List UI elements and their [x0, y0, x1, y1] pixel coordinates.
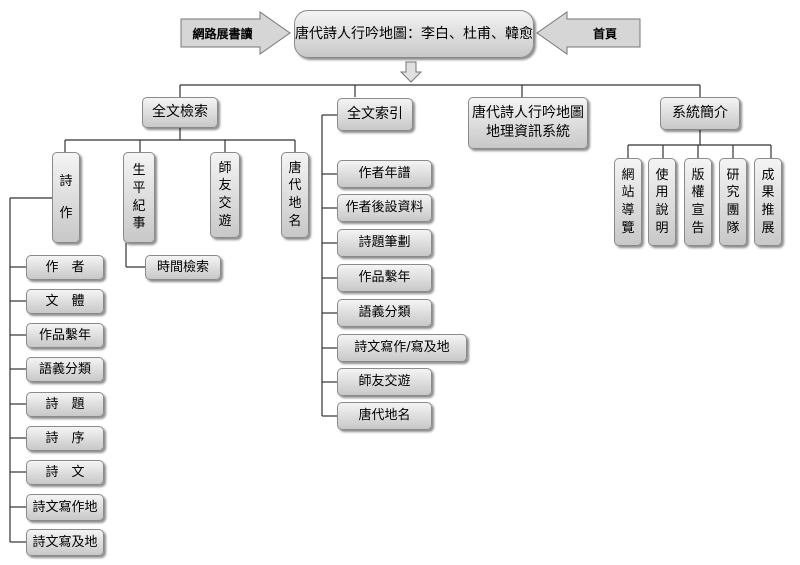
- index-author-chronicle-button[interactable]: 作者年譜: [337, 160, 432, 188]
- poetry-written-place-button[interactable]: 詩文寫作地: [26, 494, 104, 521]
- index-title-strokes-button[interactable]: 詩題筆劃: [337, 229, 432, 257]
- results-promotion-button[interactable]: 成果推展: [754, 158, 782, 246]
- index-place-names-button[interactable]: 唐代地名: [337, 402, 432, 430]
- poetry-chronology-button[interactable]: 作品繫年: [26, 323, 104, 348]
- usage-guide-button[interactable]: 使用說明: [648, 158, 676, 246]
- poetry-preface-button[interactable]: 詩 序: [26, 426, 104, 451]
- place-names-button[interactable]: 唐代地名: [281, 152, 309, 238]
- life-events-button[interactable]: 生平紀事: [123, 152, 155, 243]
- poetry-text-button[interactable]: 詩 文: [26, 460, 104, 485]
- index-friends-button[interactable]: 師友交遊: [337, 368, 432, 396]
- index-semantic-button[interactable]: 語義分類: [337, 299, 432, 327]
- time-search-button[interactable]: 時間檢索: [145, 255, 221, 280]
- digital-library-label: 網路展書讀: [192, 26, 253, 41]
- friends-button[interactable]: 師友交遊: [210, 152, 240, 238]
- index-chronology-button[interactable]: 作品繫年: [337, 264, 432, 292]
- poetry-semantic-button[interactable]: 語義分類: [26, 357, 104, 382]
- index-author-metadata-button[interactable]: 作者後設資料: [337, 194, 432, 222]
- index-places-button[interactable]: 詩文寫作/寫及地: [337, 334, 467, 362]
- digital-library-link[interactable]: 網路展書讀: [185, 20, 260, 46]
- site-title[interactable]: 唐代詩人行吟地圖：李白、杜甫、韓愈: [294, 10, 534, 58]
- fulltext-index-button[interactable]: 全文索引: [337, 98, 413, 131]
- home-label: 首頁: [592, 26, 617, 41]
- system-intro-button[interactable]: 系統簡介: [660, 97, 740, 130]
- poetry-title-button[interactable]: 詩 題: [26, 392, 104, 417]
- research-team-button[interactable]: 研究團隊: [719, 158, 747, 246]
- poetry-mentioned-place-button[interactable]: 詩文寫及地: [26, 529, 104, 556]
- home-link[interactable]: 首頁: [572, 20, 638, 46]
- site-title-text: 唐代詩人行吟地圖：李白、杜甫、韓愈: [295, 25, 533, 42]
- poetry-author-button[interactable]: 作 者: [26, 255, 104, 280]
- poetry-button[interactable]: 詩作: [52, 152, 80, 243]
- copyright-button[interactable]: 版權宣告: [684, 158, 712, 246]
- fulltext-search-button[interactable]: 全文檢索: [142, 97, 218, 128]
- gis-button[interactable]: 唐代詩人行吟地圖 地理資訊系統: [468, 97, 588, 149]
- poetry-genre-button[interactable]: 文 體: [26, 289, 104, 314]
- site-guide-button[interactable]: 網站導覽: [614, 158, 642, 246]
